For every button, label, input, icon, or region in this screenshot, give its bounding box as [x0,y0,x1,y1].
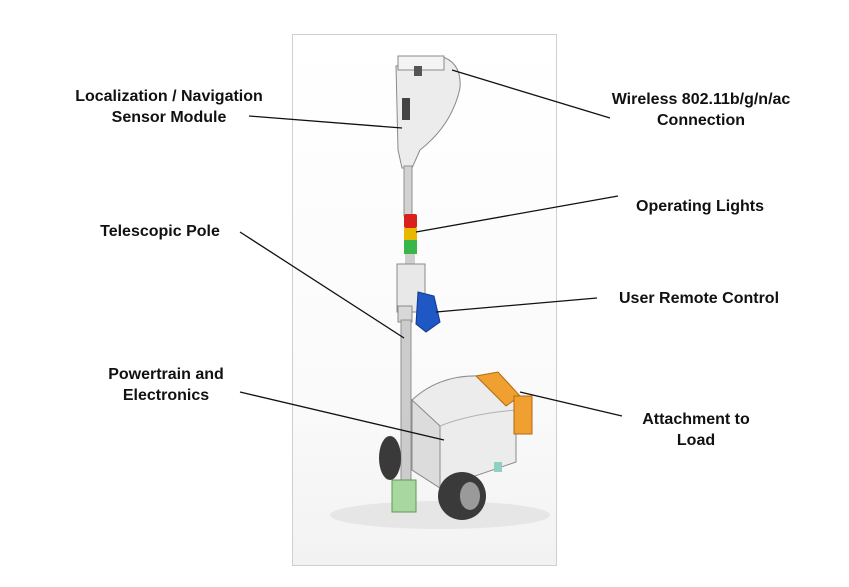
leader-attachment [519,391,623,417]
label-operating-lights-line1: Operating Lights [636,198,764,215]
sensor-window [402,98,410,120]
leader-operating-lights [415,195,619,233]
label-powertrain-line1: Powertrain and [108,366,224,383]
label-wireless-line1: Wireless 802.11b/g/n/ac [611,91,791,108]
label-remote-control: User Remote Control [606,288,792,309]
pole-lower [400,319,412,481]
light-yellow [404,228,417,240]
label-sensor-module: Localization / Navigation Sensor Module [62,86,276,128]
label-sensor-module-line2: Sensor Module [111,109,227,126]
label-wireless-line2: Connection [657,112,745,129]
label-attachment-line1: Attachment to [642,411,750,428]
label-powertrain-line2: Electronics [122,387,210,404]
leader-powertrain [239,391,445,441]
wheel-left [379,436,401,480]
ground-shadow [330,501,550,529]
operating-lights [404,214,417,264]
sensor-module [395,55,461,169]
attachment [474,371,533,435]
label-attachment: Attachment to Load [628,409,764,451]
light-red [404,214,417,228]
label-attachment-line2: Load [676,432,716,449]
label-telescopic-pole: Telescopic Pole [90,221,230,242]
powertrain-body [411,375,517,489]
connector-box [391,479,417,513]
label-operating-lights: Operating Lights [626,196,774,217]
leader-lines [239,69,623,441]
leader-remote-control [435,297,598,313]
leader-sensor-module [248,115,403,129]
leader-telescopic-pole [239,231,405,339]
label-sensor-module-line1: Localization / Navigation [75,88,263,105]
light-green [404,240,417,254]
label-telescopic-pole-line1: Telescopic Pole [100,223,220,240]
label-powertrain: Powertrain and Electronics [96,364,236,406]
remote-control [415,291,441,333]
pole-upper [403,165,413,217]
label-remote-control-line1: User Remote Control [618,290,780,307]
leader-wireless [451,69,611,119]
label-wireless: Wireless 802.11b/g/n/ac Connection [596,89,806,131]
